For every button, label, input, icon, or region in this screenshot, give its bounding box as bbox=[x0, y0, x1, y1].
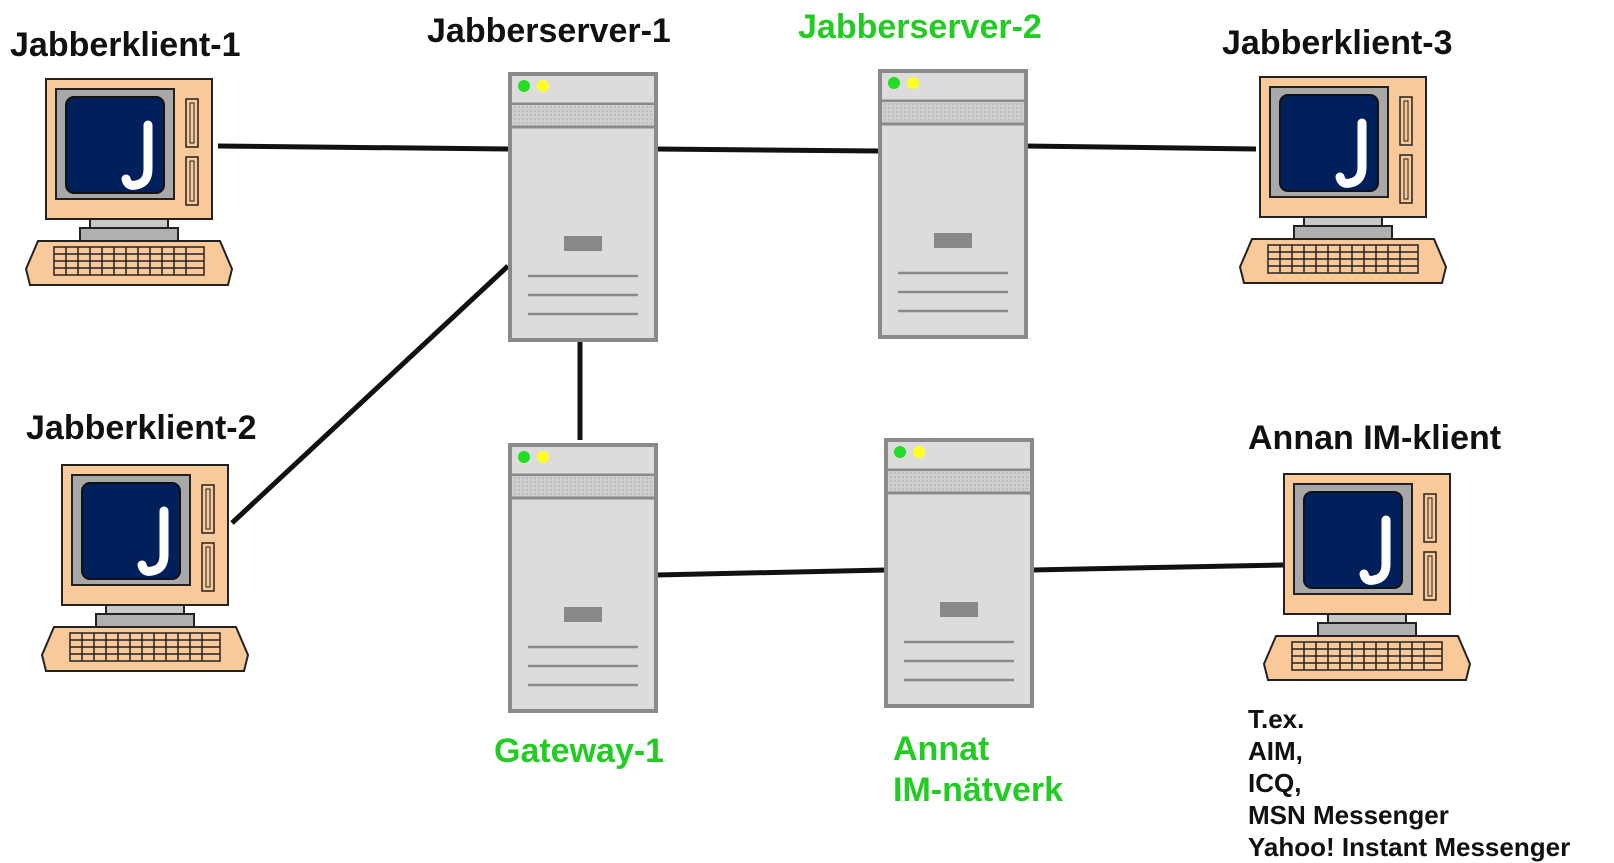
annat-im-natverk-server-icon bbox=[884, 438, 1034, 708]
label-gateway-1: Gateway-1 bbox=[494, 732, 665, 770]
label-jabberserver-2: Jabberserver-2 bbox=[798, 8, 1042, 46]
label-annat-line1: Annat bbox=[893, 730, 990, 768]
label-jabberklient-2: Jabberklient-2 bbox=[26, 409, 257, 447]
jabberklient-1-computer-icon bbox=[26, 79, 232, 285]
link-annat-annan-klient bbox=[1031, 562, 1284, 573]
examples-line-4: MSN Messenger bbox=[1248, 800, 1449, 830]
link-gateway1-annat bbox=[655, 567, 887, 578]
jabberserver-2-server-icon bbox=[878, 69, 1028, 339]
jabberklient-2-computer-icon bbox=[42, 465, 248, 671]
annan-im-klient-computer-icon bbox=[1264, 474, 1470, 680]
link-server2-klient3 bbox=[1023, 143, 1257, 152]
examples-line-3: ICQ, bbox=[1248, 768, 1302, 798]
link-klient2-server1 bbox=[230, 264, 510, 525]
examples-line-5: Yahoo! Instant Messenger bbox=[1248, 832, 1571, 862]
link-server1-server2 bbox=[655, 146, 879, 154]
jabberserver-1-server-icon bbox=[508, 72, 658, 342]
label-jabberserver-1: Jabberserver-1 bbox=[427, 12, 671, 50]
jabberklient-3-computer-icon bbox=[1240, 77, 1446, 283]
examples-line-1: T.ex. bbox=[1248, 704, 1305, 734]
label-jabberklient-3: Jabberklient-3 bbox=[1222, 24, 1453, 62]
label-annan-im-klient: Annan IM-klient bbox=[1248, 419, 1502, 457]
gateway-1-server-icon bbox=[508, 443, 658, 713]
examples-line-2: AIM, bbox=[1248, 736, 1303, 766]
label-annat-line2: IM-nätverk bbox=[893, 771, 1064, 809]
label-jabberklient-1: Jabberklient-1 bbox=[10, 26, 241, 64]
link-klient1-server1 bbox=[217, 143, 509, 152]
